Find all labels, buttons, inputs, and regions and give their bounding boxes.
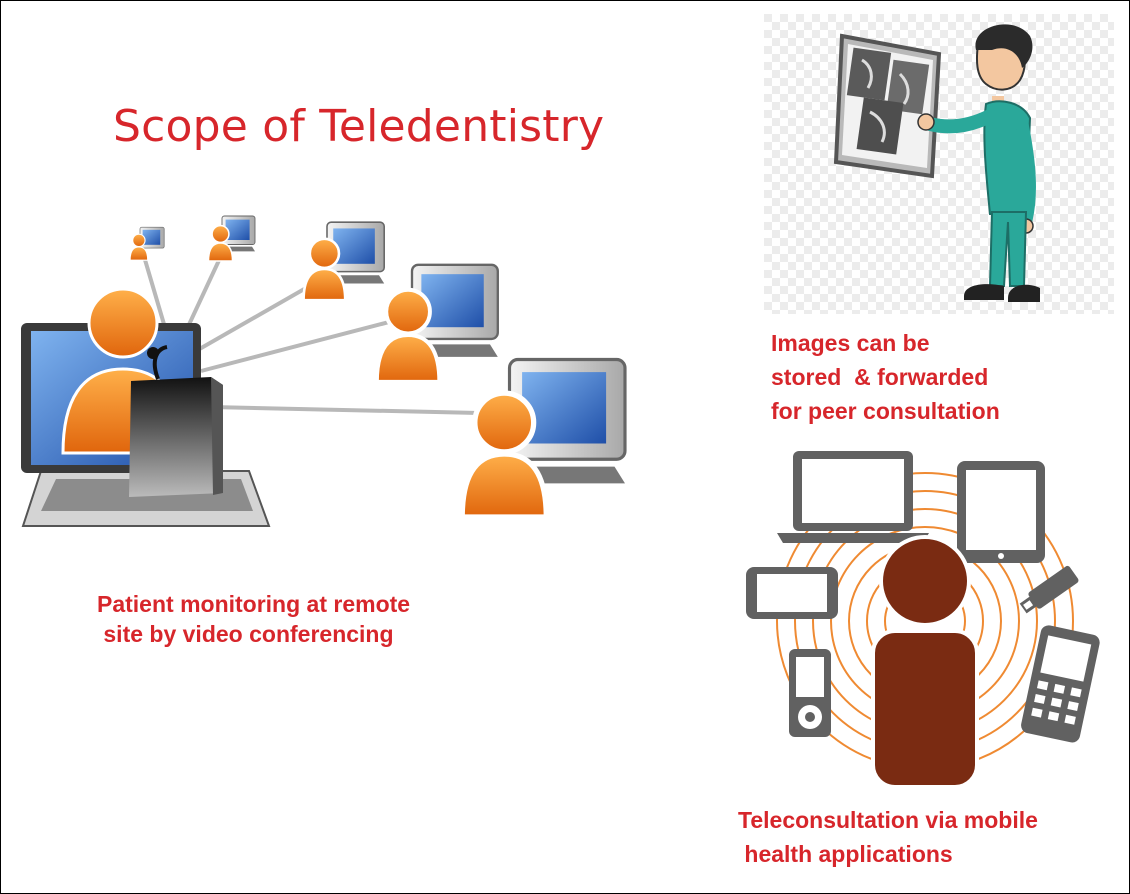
store-forward-illustration — [764, 14, 1114, 314]
caption-store-forward: Images can be stored & forwarded for pee… — [771, 330, 1000, 424]
person-icon — [871, 535, 979, 789]
usb-drive-icon — [1019, 565, 1079, 614]
figure-title: Scope of Teledentistry — [113, 101, 605, 152]
doctor-icon — [917, 24, 1040, 302]
remote-station — [302, 221, 385, 302]
remote-station — [129, 226, 165, 261]
laptop-icon — [777, 451, 929, 543]
xray-lightbox-icon — [833, 33, 942, 179]
caption-mobile-health: Teleconsultation via mobile health appli… — [738, 807, 1038, 867]
connection-lines — [141, 252, 480, 415]
feature-phone-icon — [1021, 625, 1100, 743]
media-player-icon — [789, 649, 831, 737]
speaker-podium-icon — [129, 345, 223, 497]
remote-station — [207, 215, 256, 262]
mobile-health-illustration — [746, 451, 1100, 789]
remote-station — [459, 357, 627, 520]
remote-station — [374, 263, 499, 384]
tablet-icon — [957, 461, 1045, 563]
caption-remote-monitoring: Patient monitoring at remote site by vid… — [97, 591, 411, 647]
video-conferencing-network — [21, 215, 627, 527]
smartphone-icon — [746, 567, 838, 619]
